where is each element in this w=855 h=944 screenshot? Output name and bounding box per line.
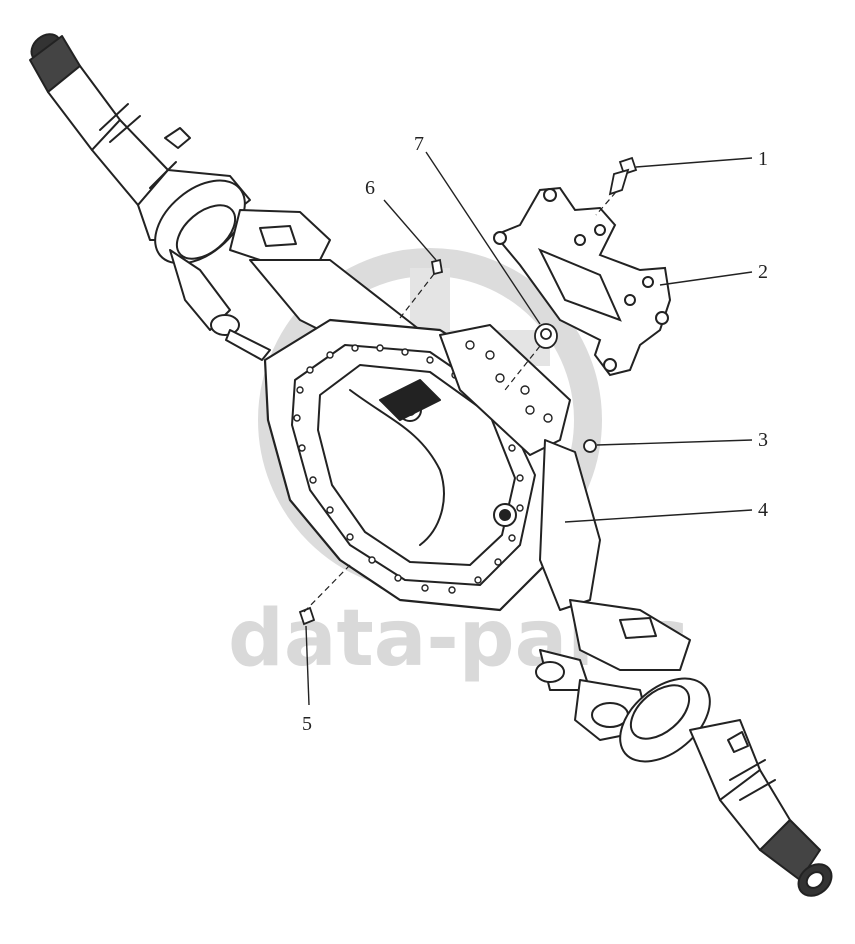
callout-2: 2 [758,261,768,283]
right-tube [539,439,601,611]
right-spindle [689,719,833,897]
assembly-dash-lines [303,191,617,613]
part-1-bolt [608,156,638,196]
callout-1: 1 [758,148,768,170]
leader-lines [305,151,753,706]
housing-bolt-holes [293,344,524,594]
callout-4: 4 [758,499,768,521]
callout-5: 5 [302,713,312,735]
part-3-plug [583,439,597,453]
right-flange [535,599,711,763]
top-mounting-pad [439,324,571,456]
left-flange [154,179,331,361]
axle-housing [29,33,833,897]
part-6-breather [430,258,444,276]
part-7-bushing [534,323,558,349]
callout-7: 7 [414,133,424,155]
part-2-bracket [493,186,672,377]
callout-6: 6 [365,177,375,199]
callout-3: 3 [758,429,768,451]
